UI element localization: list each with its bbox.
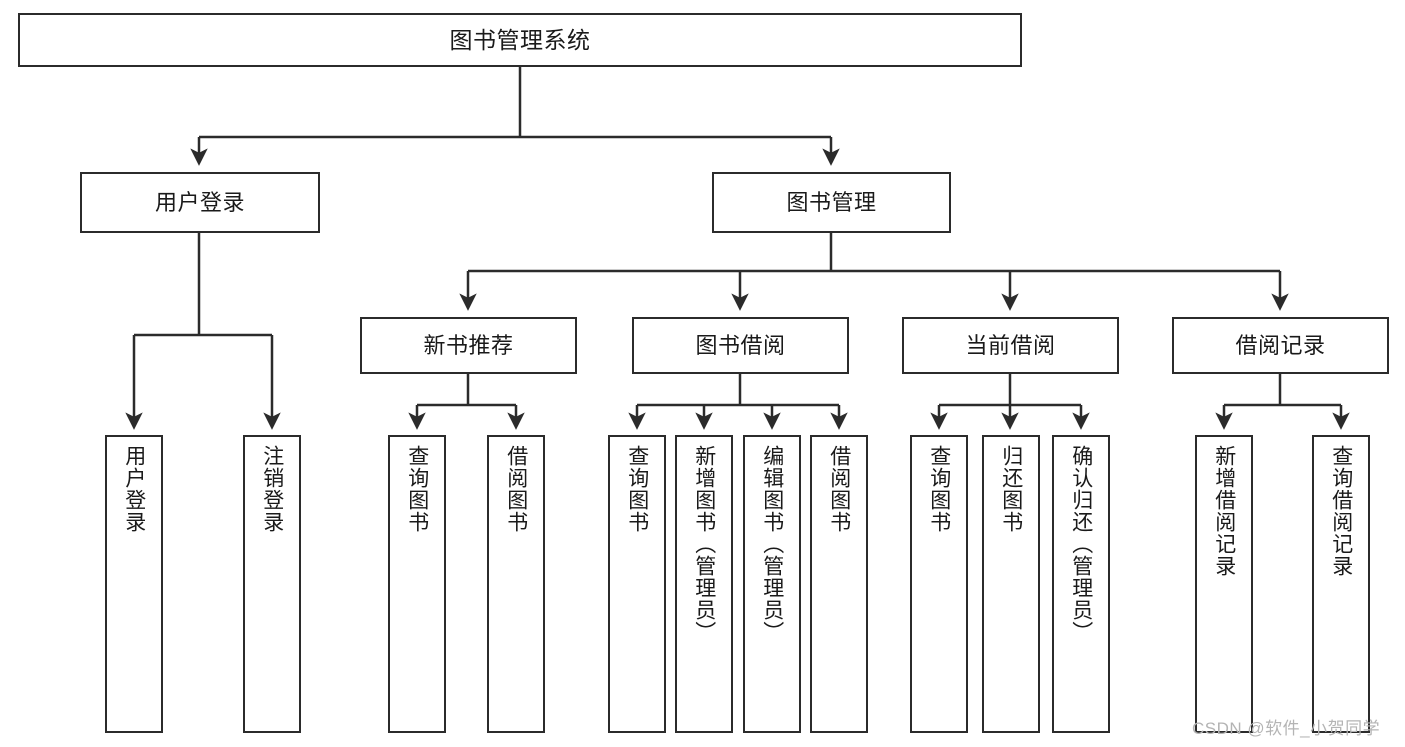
- leaf-records-add-record[interactable]: 新增借阅记录: [1195, 435, 1253, 733]
- node-root-label: 图书管理系统: [449, 26, 591, 53]
- leaf-current-return-book-label: 归还图书: [999, 445, 1023, 533]
- node-book-borrow[interactable]: 图书借阅: [632, 317, 849, 374]
- leaf-borrow-query-book[interactable]: 查询图书: [608, 435, 666, 733]
- node-new-book-recommend-label: 新书推荐: [423, 332, 514, 358]
- node-new-book-recommend[interactable]: 新书推荐: [360, 317, 577, 374]
- leaf-user-login-logout-label: 注销登录: [260, 445, 284, 533]
- leaf-records-query-record[interactable]: 查询借阅记录: [1312, 435, 1370, 733]
- node-book-management[interactable]: 图书管理: [712, 172, 951, 233]
- leaf-borrow-add-book-label: 新增图书（管理员）: [692, 445, 716, 643]
- node-user-login-label: 用户登录: [154, 189, 245, 215]
- node-book-borrow-label: 图书借阅: [695, 332, 786, 358]
- leaf-borrow-borrow-book[interactable]: 借阅图书: [810, 435, 868, 733]
- csdn-watermark: CSDN @软件_小贺同学: [1192, 719, 1381, 738]
- node-current-borrow[interactable]: 当前借阅: [902, 317, 1119, 374]
- leaf-current-query-book[interactable]: 查询图书: [910, 435, 968, 733]
- leaf-borrow-add-book[interactable]: 新增图书（管理员）: [675, 435, 733, 733]
- leaf-current-query-book-label: 查询图书: [927, 445, 951, 533]
- leaf-records-query-record-label: 查询借阅记录: [1329, 445, 1353, 577]
- node-book-management-label: 图书管理: [786, 189, 877, 215]
- node-borrow-records[interactable]: 借阅记录: [1172, 317, 1389, 374]
- leaf-borrow-edit-book[interactable]: 编辑图书（管理员）: [743, 435, 801, 733]
- leaf-current-confirm-return[interactable]: 确认归还（管理员）: [1052, 435, 1110, 733]
- node-user-login[interactable]: 用户登录: [80, 172, 320, 233]
- leaf-new-book-borrow-label: 借阅图书: [504, 445, 528, 533]
- leaf-borrow-edit-book-label: 编辑图书（管理员）: [760, 445, 784, 643]
- leaf-current-confirm-return-label: 确认归还（管理员）: [1069, 445, 1093, 643]
- leaf-records-add-record-label: 新增借阅记录: [1212, 445, 1236, 577]
- leaf-new-book-borrow[interactable]: 借阅图书: [487, 435, 545, 733]
- node-current-borrow-label: 当前借阅: [965, 332, 1056, 358]
- node-root[interactable]: 图书管理系统: [18, 13, 1022, 67]
- node-borrow-records-label: 借阅记录: [1235, 332, 1326, 358]
- leaf-current-return-book[interactable]: 归还图书: [982, 435, 1040, 733]
- leaf-borrow-query-book-label: 查询图书: [625, 445, 649, 533]
- leaf-new-book-query-label: 查询图书: [405, 445, 429, 533]
- leaf-user-login-login-label: 用户登录: [122, 445, 146, 533]
- leaf-user-login-login[interactable]: 用户登录: [105, 435, 163, 733]
- leaf-user-login-logout[interactable]: 注销登录: [243, 435, 301, 733]
- leaf-new-book-query[interactable]: 查询图书: [388, 435, 446, 733]
- leaf-borrow-borrow-book-label: 借阅图书: [827, 445, 851, 533]
